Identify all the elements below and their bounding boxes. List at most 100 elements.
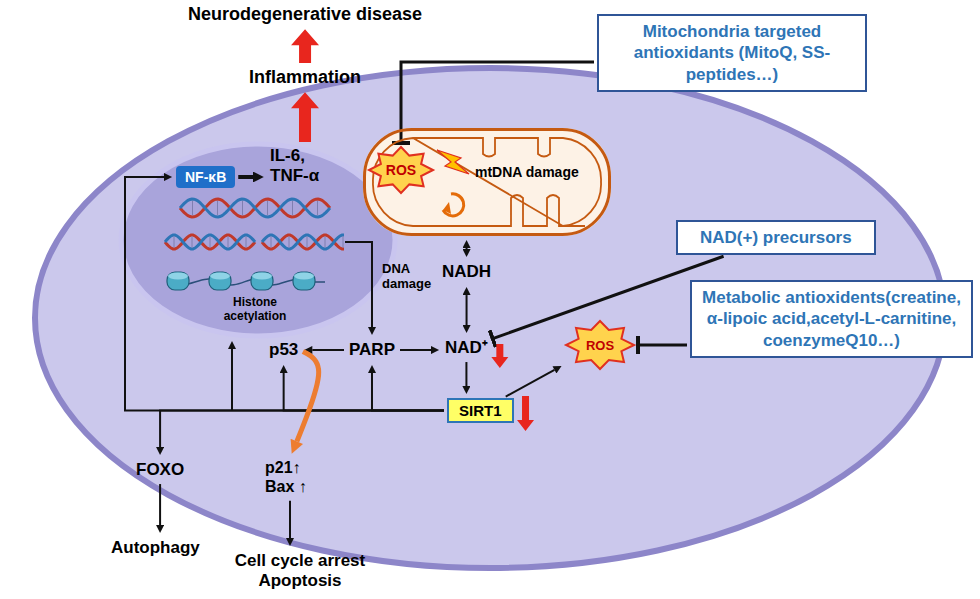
dna-strand <box>262 235 344 249</box>
therapy-box: Metabolic antioxidents(creatine, α-lipoi… <box>690 280 973 358</box>
ros-burst: ROS <box>565 320 635 370</box>
node-text: Autophagy <box>111 538 200 558</box>
node-text: Cell cycle arrest Apoptosis <box>217 551 383 591</box>
therapy-box: NAD(+) precursors <box>676 220 876 255</box>
outcome-label: Inflammation <box>247 66 363 89</box>
pathway-arrow <box>312 349 344 351</box>
pathway-arrow <box>291 92 319 142</box>
nucleosome-top <box>168 273 188 280</box>
node-text: Inflammation <box>249 67 361 88</box>
node-text: PARP <box>349 340 395 360</box>
starburst <box>369 147 433 193</box>
cristae <box>373 138 601 226</box>
inhibition-line <box>493 256 724 338</box>
nucleosome-top <box>210 273 230 280</box>
nucleosome <box>209 272 231 290</box>
node-text: Mitochondria targeted antioxidants (Mito… <box>609 21 855 85</box>
base-pair <box>228 236 229 247</box>
pathway-arrow <box>159 484 161 525</box>
decrease-arrow <box>491 344 508 368</box>
base-pair <box>343 236 344 247</box>
pathway-arrow <box>465 362 467 386</box>
pathway-arrow <box>297 351 319 441</box>
base-pair <box>325 236 326 247</box>
node-text: Metabolic antioxidents(creatine, α-lipoi… <box>702 287 961 351</box>
metabolite-label: NAD⁺ <box>443 337 490 359</box>
nucleus <box>121 144 395 336</box>
pathway-arrow <box>466 248 468 249</box>
metabolite-label: NADH <box>440 261 493 283</box>
histone-arrow <box>231 349 233 411</box>
node-text: FOXO <box>136 460 184 480</box>
nucleosome-top <box>252 273 272 280</box>
dna-strand <box>180 199 330 217</box>
nucleus-note: Histone acetylation <box>205 296 305 324</box>
decrease-arrow <box>517 396 534 431</box>
cytokine-label: IL-6, TNF-α <box>268 145 336 187</box>
node-text: ROS <box>386 162 416 178</box>
nucleosome <box>293 272 315 290</box>
protein-label: PARP <box>347 339 397 361</box>
inhibition-line <box>638 344 687 347</box>
pathway-arrow <box>506 370 555 397</box>
node-text: IL-6, TNF-α <box>270 146 334 186</box>
dna-strands <box>165 199 344 290</box>
node-text: NADH <box>442 262 491 282</box>
pathway-arrow <box>466 295 468 325</box>
node-text: NAD(+) precursors <box>700 227 852 248</box>
mtdna-ring <box>443 194 464 216</box>
dna-strand <box>165 235 255 249</box>
base-pair <box>217 201 218 215</box>
pathway-arrow <box>125 177 444 411</box>
node-text: p21↑ Bax ↑ <box>265 459 315 497</box>
sirtuin-box: SIRT1 <box>447 398 514 423</box>
pathway-arrow <box>238 175 253 179</box>
mitochondrion: ROS mtDNA damage <box>363 128 611 236</box>
nucleosome <box>167 272 189 290</box>
pathway-arrow <box>284 373 444 410</box>
node-text: mtDNA damage <box>475 164 579 180</box>
base-pair <box>271 236 272 247</box>
node-text: SIRT1 <box>459 402 502 419</box>
pathway-arrow <box>372 373 444 410</box>
dna-damage-arrow <box>345 242 372 327</box>
outcome-label: Cell cycle arrest Apoptosis <box>215 550 385 592</box>
base-pair <box>246 236 247 247</box>
pathway-arrow <box>291 29 319 63</box>
base-pair <box>174 236 175 247</box>
base-pair <box>242 201 243 215</box>
protein-label: FOXO <box>134 459 186 481</box>
lightning-bolt <box>437 150 469 174</box>
node-text: ROS <box>586 338 614 353</box>
outcome-label: Neurodegenerative disease <box>186 3 424 26</box>
pathway-arrow <box>289 501 291 538</box>
ring-arrowhead <box>443 202 451 214</box>
therapy-box: Mitochondria targeted antioxidants (Mito… <box>597 14 867 92</box>
node-text: NAD⁺ <box>445 338 488 358</box>
outer-membrane <box>365 130 610 235</box>
transcription-factor-box: NF-κB <box>176 166 235 188</box>
base-pair <box>210 236 211 247</box>
ros-burst: ROS <box>368 146 434 194</box>
pathway-note: DNA damage <box>382 262 444 292</box>
base-pair <box>289 236 290 247</box>
node-text: NF-κB <box>185 169 226 185</box>
nucleosome-top <box>294 273 314 280</box>
base-pair <box>307 236 308 247</box>
protein-label: p53 <box>267 339 300 361</box>
mitochondrion-fill <box>363 128 611 236</box>
base-pair <box>292 201 293 215</box>
pathway-arrow <box>400 349 431 351</box>
base-pair <box>192 236 193 247</box>
outcome-label: Autophagy <box>109 537 202 559</box>
node-text: Neurodegenerative disease <box>188 4 422 25</box>
dna-strand <box>262 235 344 249</box>
base-pair <box>317 201 318 215</box>
gene-label: p21↑ Bax ↑ <box>263 458 317 498</box>
base-pair <box>267 201 268 215</box>
base-pair <box>192 201 193 215</box>
dna-strand <box>165 235 255 249</box>
dna-strand <box>180 199 330 217</box>
starburst <box>566 321 634 369</box>
